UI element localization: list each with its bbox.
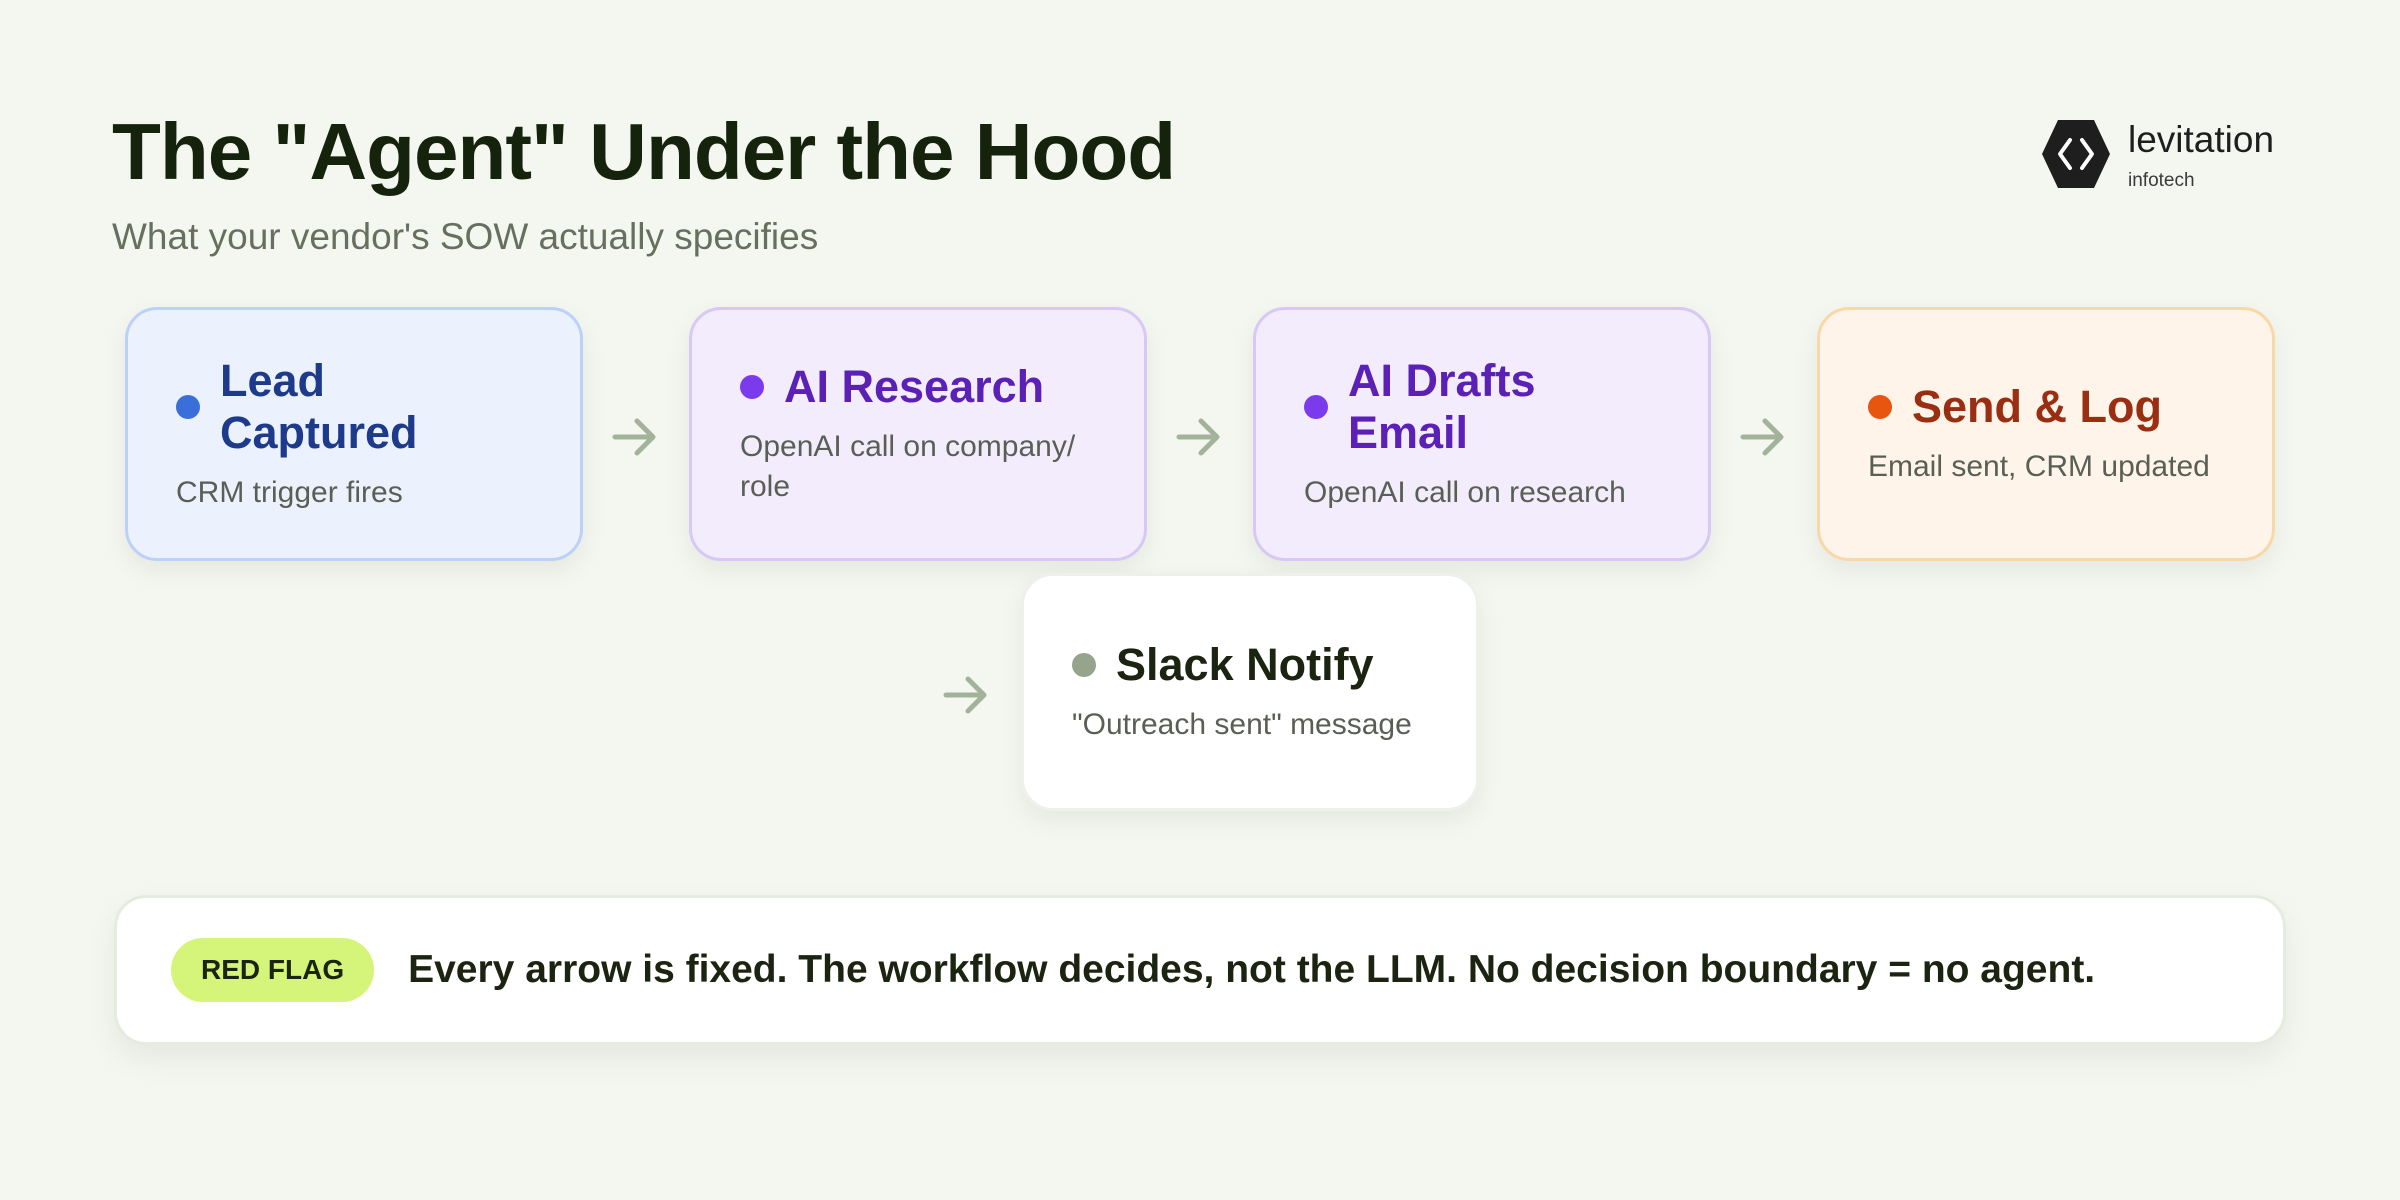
step-card-ai-drafts-email: AI Drafts Email OpenAI call on research [1253, 307, 1711, 561]
step-header: AI Research [740, 361, 1096, 413]
step-header: AI Drafts Email [1304, 355, 1660, 459]
logo-subtitle: infotech [2128, 170, 2195, 191]
step-card-lead-captured: Lead Captured CRM trigger fires [125, 307, 583, 561]
step-title: AI Drafts Email [1348, 355, 1536, 458]
arrow-right-icon [1740, 418, 1784, 456]
step-description: "Outreach sent" message [1072, 708, 1412, 741]
status-dot-icon [176, 395, 200, 419]
status-dot-icon [1304, 395, 1328, 419]
arrow-right-icon [1176, 418, 1220, 456]
step-description: OpenAI call on research [1304, 476, 1626, 509]
step-description: Email sent, CRM updated [1868, 450, 2210, 483]
step-card-send-and-log: Send & Log Email sent, CRM updated [1817, 307, 2275, 561]
red-flag-message: Every arrow is fixed. The workflow decid… [408, 948, 2096, 991]
step-header: Slack Notify [1072, 639, 1428, 691]
status-dot-icon [1868, 395, 1892, 419]
step-description: OpenAI call on company/ role [740, 430, 1076, 503]
hexagon-code-brackets-icon [2042, 120, 2110, 188]
page-subtitle: What your vendor's SOW actually specifie… [112, 216, 819, 257]
arrow-right-icon [943, 676, 987, 714]
step-header: Send & Log [1868, 381, 2224, 433]
arrow-right-icon [612, 418, 656, 456]
step-title: Send & Log [1912, 381, 2162, 432]
step-title: Slack Notify [1116, 639, 1374, 690]
step-title: Lead Captured [220, 355, 418, 458]
status-dot-icon [740, 375, 764, 399]
status-dot-icon [1072, 653, 1096, 677]
step-card-slack-notify: Slack Notify "Outreach sent" message [1021, 573, 1479, 811]
logo-name: levitation [2128, 119, 2275, 160]
brand-logo: levitation infotech [2040, 118, 2300, 196]
step-title: AI Research [784, 361, 1045, 412]
step-card-ai-research: AI Research OpenAI call on company/ role [689, 307, 1147, 561]
red-flag-badge: RED FLAG [171, 938, 375, 1002]
red-flag-banner: RED FLAG Every arrow is fixed. The workf… [114, 895, 2286, 1045]
step-description: CRM trigger fires [176, 476, 403, 509]
step-header: Lead Captured [176, 355, 532, 459]
page-title: The "Agent" Under the Hood [112, 107, 1176, 196]
